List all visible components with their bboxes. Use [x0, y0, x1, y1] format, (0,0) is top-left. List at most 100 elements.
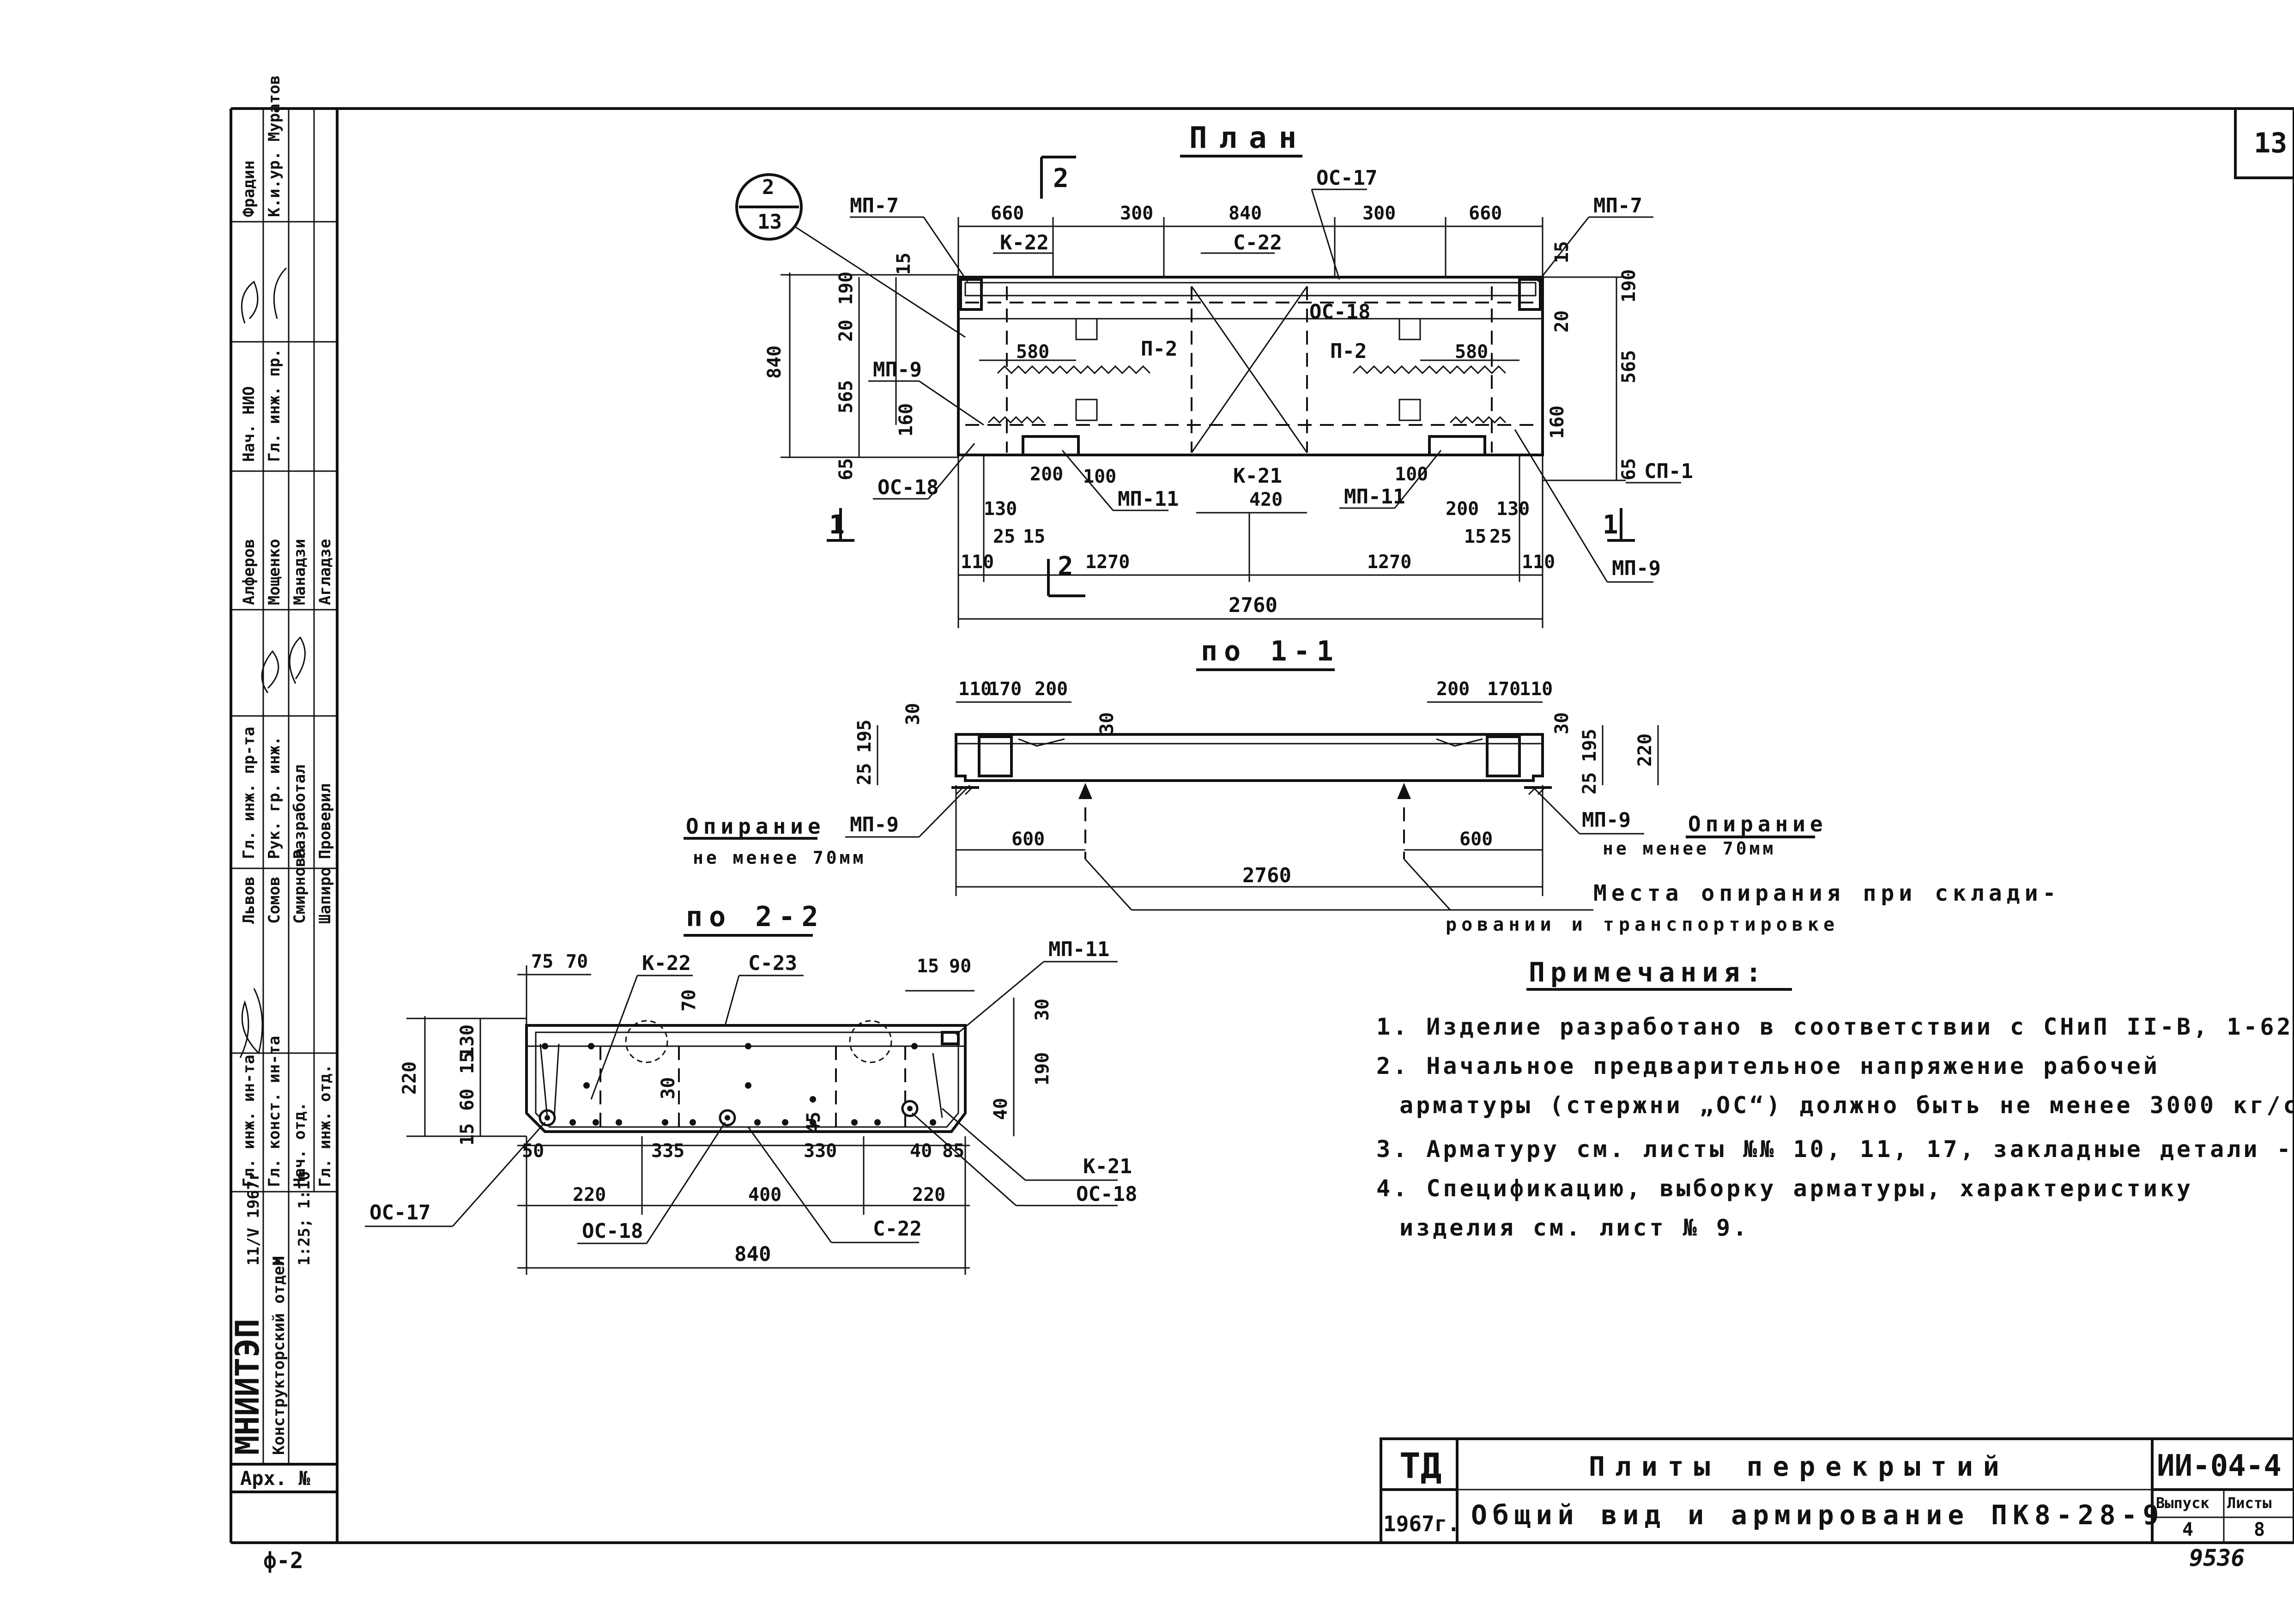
support-left-sub: не менее 70мм	[693, 848, 866, 868]
section-1-1-left-dim-4: 25	[854, 763, 875, 785]
section-1-1-left-dim-5: 195	[854, 720, 875, 753]
title-block-line1: Плиты перекрытий	[1589, 1451, 2010, 1482]
plan-cut-1-right: 1	[1603, 510, 1618, 540]
plan-label-mp7-right: МП-7	[1593, 194, 1642, 218]
plan-top-dim-0: 660	[991, 203, 1024, 224]
plan-top-dim-1: 300	[1120, 203, 1153, 224]
stamp-role-9: Гл. инж. пр.	[265, 348, 284, 462]
plan-inner-dim-11: 130	[1496, 498, 1530, 520]
section-1-1-label-30: 30	[1096, 712, 1118, 734]
section-2-2-label-oc18-left: ОС-18	[582, 1219, 643, 1243]
section-2-2-total: 840	[734, 1242, 771, 1266]
stamp-name-5: Мощенко	[265, 539, 284, 605]
title-block-org: ТД	[1399, 1445, 1442, 1486]
plan-label-oc18-bottom: ОС-18	[878, 476, 938, 499]
section-2-2-left-dim-2: 15	[457, 1052, 478, 1074]
sheet-number-box	[2234, 107, 2294, 179]
stamp-name-3: Шапиро	[316, 867, 334, 924]
section-2-2-inner-dim-4: 40	[910, 1140, 932, 1162]
title-block-sheet-label: Листы	[2227, 1494, 2271, 1512]
plan-cut-2-bottom: 2	[1058, 551, 1073, 582]
plan-label-mp11-left: МП-11	[1118, 487, 1179, 511]
title-block-year: 1967г.	[1383, 1511, 1460, 1536]
section-1-1-right-dim-3: 30	[1551, 712, 1573, 734]
plan-view: План 2 13	[735, 121, 1693, 628]
plan-top-dim-4: 660	[1469, 203, 1502, 224]
plan-inner-dim-9: 200	[1446, 498, 1479, 520]
section-1-1-slab	[955, 733, 1544, 782]
plan-right-dim-3: 565	[1618, 350, 1640, 383]
plan-slab-outline	[957, 276, 1544, 456]
section-2-2-left-dim-1: 130	[457, 1024, 478, 1058]
section-2-2-label-mp11: МП-11	[1048, 938, 1109, 961]
plan-left-dim-6: 160	[896, 403, 917, 436]
stamp-name-6: Манадзи	[291, 539, 309, 605]
section-2-2-right-dim-2: 40	[990, 1098, 1011, 1120]
plan-title: План	[1189, 121, 1308, 155]
stamp-role-7: Проверил	[316, 783, 334, 859]
plan-label-k21: К-21	[1233, 464, 1282, 488]
plan-inner-dim-7: 100	[1395, 464, 1428, 485]
section-2-2-label-c23: С-23	[748, 951, 797, 975]
plan-bottom-dim-1: 1270	[1085, 551, 1130, 573]
section-1-1-right-dim-1: 170	[1487, 679, 1520, 700]
section-2-2-bottom-dim-2: 220	[912, 1184, 945, 1206]
stamp-name-1: Сомов	[265, 877, 284, 924]
plan-total-length: 2760	[1229, 594, 1277, 617]
section-2-2-title: по 2-2	[686, 901, 825, 933]
plan-left-dim-0: 840	[764, 345, 785, 379]
section-1-1-right-dim-5: 195	[1579, 729, 1600, 762]
section-1-1-total: 2760	[1242, 864, 1291, 887]
plan-label-c22: С-22	[1233, 231, 1282, 255]
plan-inner-dim-6: 100	[1083, 466, 1116, 487]
stamp-name-7: Агладзе	[316, 539, 334, 605]
note-item-2: арматуры (стержни „ОС“) должно быть не м…	[1399, 1092, 2294, 1119]
stamp-role-0: Гл. инж. ин-та	[240, 1054, 258, 1187]
plan-right-dim-5: 65	[1618, 458, 1640, 480]
section-2-2-top-dim-0: 75	[531, 951, 553, 972]
note-item-0: 1. Изделие разработано в соответствии с …	[1376, 1013, 2294, 1040]
plan-cut-1-left: 1	[829, 510, 845, 540]
section-1-1-right-dim-4: 25	[1579, 772, 1600, 794]
inventory-number: 9536	[2189, 1545, 2245, 1571]
notes-title: Примечания:	[1529, 957, 1767, 988]
section-1-1: по 1-1 110 170 200 200 170 110 30 25 19	[684, 635, 2060, 935]
plan-left-dim-2: 65	[835, 458, 857, 480]
stamp-role-8: Нач. НИО	[240, 386, 258, 462]
stamp-role-6: Разработал	[291, 764, 309, 859]
plan-inner-dim-1: 580	[1455, 341, 1488, 363]
note-item-1: 2. Начальное предварительное напряжение …	[1376, 1053, 2160, 1079]
plan-cut-2-top: 2	[1053, 164, 1069, 194]
section-marker-top: 2	[762, 176, 775, 199]
stamp-name-0: Львов	[240, 877, 258, 924]
plan-label-p2-right: П-2	[1330, 339, 1367, 363]
section-2-2-top-dim-2: 15	[917, 956, 939, 977]
section-2-2-outline	[525, 1024, 967, 1133]
section-2-2-inner-dim-2: 45	[803, 1112, 824, 1134]
plan-bottom-dim-0: 110	[961, 551, 994, 573]
storage-note-line1: Места опирания при склади-	[1593, 880, 2060, 906]
section-2-2-label-oc17: ОС-17	[369, 1201, 430, 1224]
section-2-2-left-dim-3: 60	[457, 1089, 478, 1111]
plan-bottom-dim-3: 110	[1522, 551, 1555, 573]
plan-right-dim-1: 190	[1618, 269, 1640, 303]
section-2-2-top-dim-3: 90	[949, 956, 971, 977]
stamp-department: Конструкторский отдел	[270, 1256, 288, 1455]
stamp-role-11: К.и.ур. Муратов	[265, 75, 284, 217]
section-marker	[735, 173, 803, 241]
section-1-1-title: по 1-1	[1201, 635, 1340, 667]
section-2-2-inner-dim-6: 30	[658, 1077, 679, 1099]
section-2-2-left-dim-4: 15	[457, 1123, 478, 1145]
section-2-2-bottom-dim-1: 400	[748, 1184, 781, 1206]
plan-label-p2-left: П-2	[1141, 337, 1177, 361]
support-right-text: Опирание	[1688, 812, 1828, 836]
section-2-2-inner-dim-7: 70	[678, 989, 700, 1012]
section-1-1-right-dim-0: 200	[1436, 679, 1470, 700]
plan-left-dim-3: 15	[893, 253, 914, 275]
section-2-2-label-k21: К-21	[1083, 1155, 1132, 1178]
stamp-name-2: Смирнова	[291, 848, 309, 924]
stamp-name-4: Алферов	[240, 539, 258, 605]
title-block-issue-label: Выпуск	[2156, 1494, 2209, 1512]
stamp-date: 11/V 1967г	[244, 1171, 263, 1266]
plan-label-mp11-right: МП-11	[1344, 485, 1405, 509]
